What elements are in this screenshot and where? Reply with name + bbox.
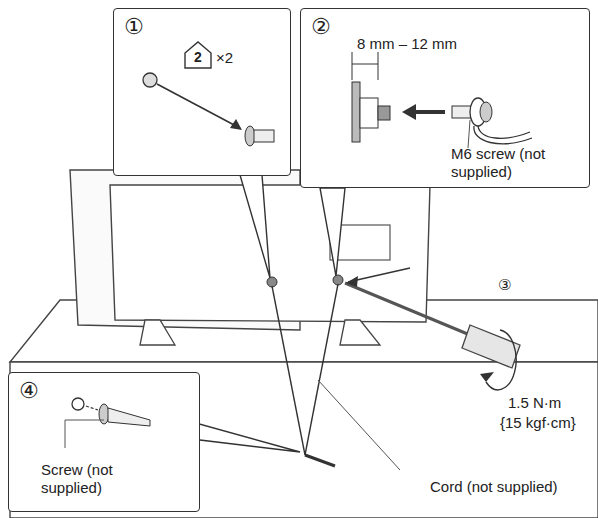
dimension-line (352, 52, 353, 80)
quantity-text: ×2 (216, 49, 256, 67)
screw-head (480, 102, 492, 122)
callout-number: ② (311, 15, 351, 39)
bracket-nut (378, 106, 390, 120)
dimension-line (352, 64, 378, 65)
screw-thread (108, 408, 150, 426)
torque-value: {15 kgf·cm} (500, 414, 576, 432)
cord (474, 126, 532, 144)
screwdriver-shaft (345, 283, 470, 335)
leader-line (318, 380, 400, 470)
insert-arrow (412, 110, 445, 114)
cord (305, 284, 338, 455)
tv-foot (340, 320, 380, 345)
torque-value: 1.5 N·m (508, 394, 561, 412)
dimension-text: 8 mm – 12 mm (357, 35, 507, 53)
leader-line (65, 420, 66, 448)
arrow-head (402, 104, 416, 120)
dimension-line (378, 52, 379, 80)
arrow-head (230, 119, 242, 130)
assembly-line (86, 406, 98, 410)
callout-number: ④ (19, 379, 59, 403)
icon-shape (185, 42, 211, 68)
screw-thread (254, 130, 274, 142)
screw-head (99, 404, 109, 424)
callout-number: ③ (498, 276, 511, 294)
screw-thread (452, 106, 472, 118)
screwdriver-handle (462, 325, 520, 368)
callout-number: ① (124, 15, 164, 39)
screw-hole (143, 73, 157, 87)
part-label: Cord (not supplied) (430, 478, 558, 496)
icon-number: 2 (184, 48, 212, 66)
tv-screw (333, 275, 343, 285)
part-label: M6 screw (not supplied) (451, 145, 581, 181)
rotation-arrow (486, 330, 516, 390)
cord-ring (72, 398, 84, 410)
cord (272, 286, 305, 455)
callout-inset: ② 8 mm – 12 mm M6 screw (not supplied) (300, 8, 590, 188)
cord-ring (470, 98, 486, 126)
arrow-head (346, 276, 358, 287)
cord (478, 126, 530, 138)
removal-arrow (157, 84, 236, 126)
tv-foot (140, 320, 175, 345)
callout-inset: ④ Screw (not supplied) (8, 372, 200, 512)
tv-wall (352, 82, 360, 142)
leader-line (468, 120, 470, 148)
manual-icon: 2 (184, 41, 212, 69)
callout-tail (240, 175, 270, 278)
screw-head (245, 126, 255, 146)
callout-tail (320, 188, 345, 276)
tv-back (110, 185, 430, 322)
callout-inset: ① ×22 (113, 8, 291, 176)
table-screw (305, 455, 335, 466)
bracket (360, 98, 378, 128)
callout-tail (185, 420, 300, 452)
arrow-head (480, 372, 494, 382)
tv-screw (267, 277, 277, 287)
part-label: Screw (not supplied) (41, 461, 161, 497)
leader-line (65, 420, 104, 421)
